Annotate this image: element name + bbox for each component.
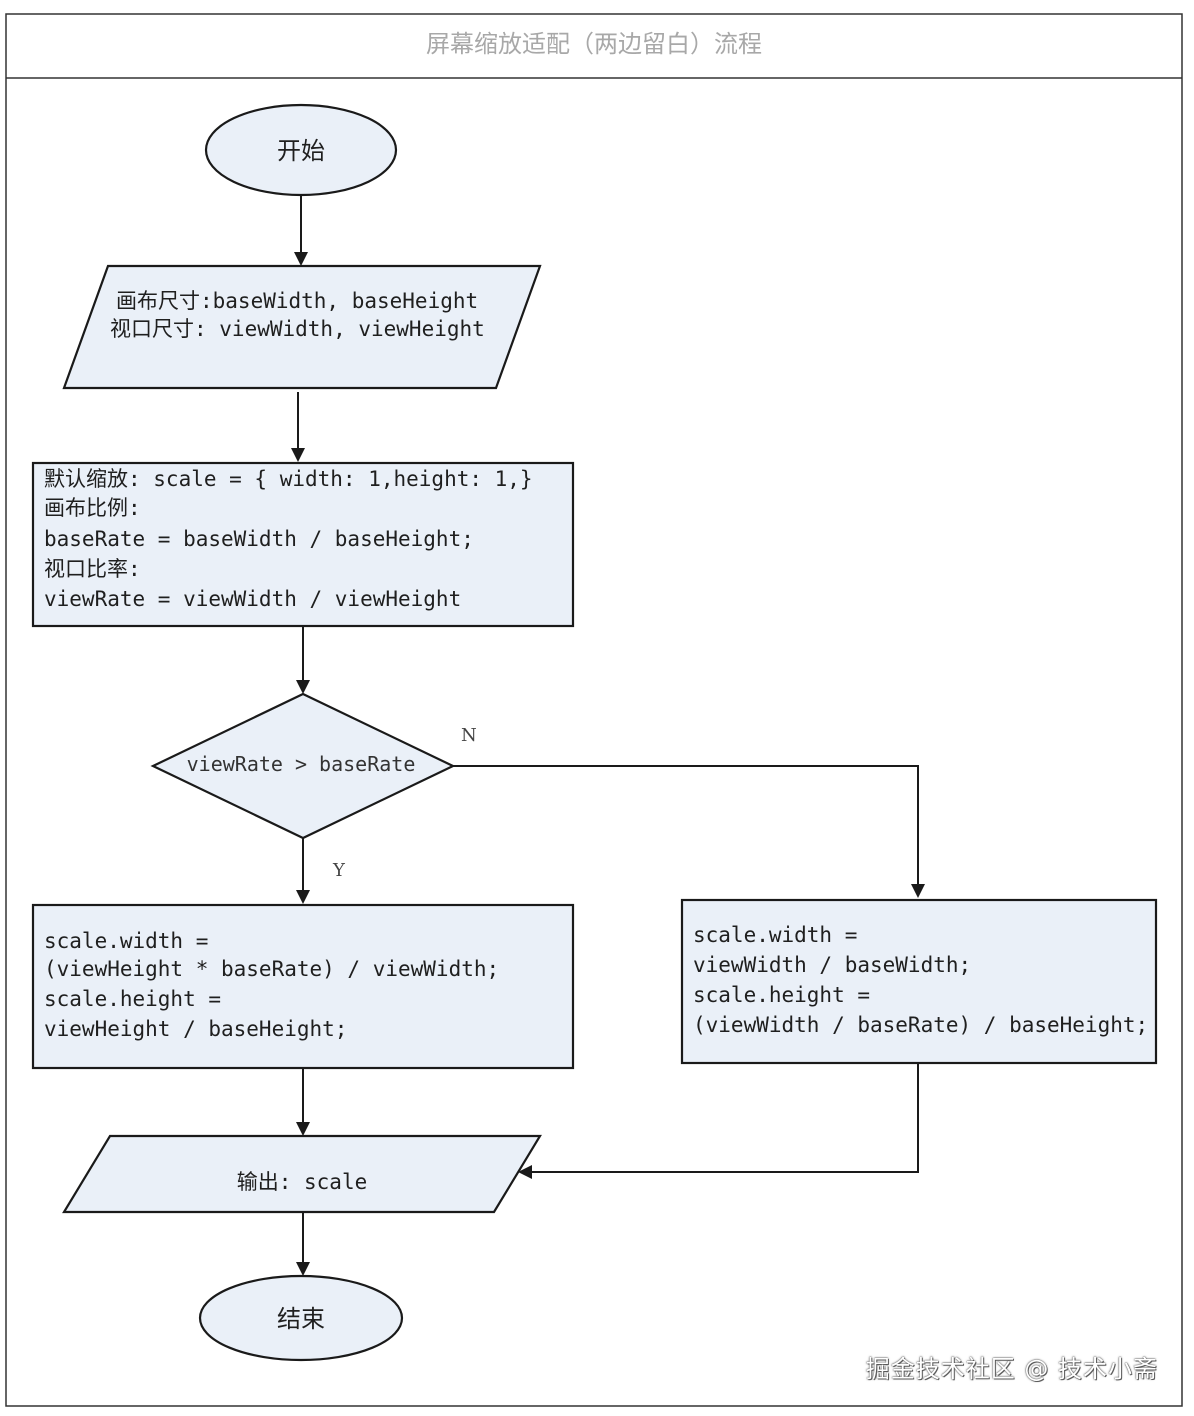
no-line-2: viewWidth / baseWidth; — [693, 953, 971, 977]
init-node — [31, 461, 575, 628]
init-line-2: 画布比例: — [44, 496, 141, 520]
no-line-1: scale.width = — [693, 923, 857, 947]
yes-line-1: scale.width = — [44, 929, 208, 953]
no-line-3: scale.height = — [693, 983, 870, 1007]
edge-no-output — [518, 1063, 919, 1179]
input-line-1: 画布尺寸:baseWidth, baseHeight — [116, 289, 478, 313]
output-label: 输出: scale — [237, 1170, 368, 1194]
init-line-5: viewRate = viewWidth / viewHeight — [44, 587, 461, 611]
end-node — [198, 1274, 404, 1362]
diagram-title: 屏幕缩放适配（两边留白）流程 — [426, 30, 762, 58]
yes-line-4: viewHeight / baseHeight; — [44, 1017, 347, 1041]
init-line-3: baseRate = baseWidth / baseHeight; — [44, 527, 474, 551]
yes-label: Y — [332, 860, 346, 881]
init-line-1: 默认缩放: scale = { width: 1,height: 1,} — [44, 467, 533, 491]
input-line-2: 视口尺寸: viewWidth, viewHeight — [110, 317, 485, 341]
yes-line-3: scale.height = — [44, 987, 221, 1011]
watermark: 掘金技术社区 @ 技术小斋 — [865, 1355, 1158, 1383]
yes-branch-node — [31, 903, 575, 1070]
yes-line-2: (viewHeight * baseRate) / viewWidth; — [44, 957, 499, 981]
end-label: 结束 — [277, 1305, 325, 1333]
input-node — [62, 264, 542, 390]
decision-label: viewRate > baseRate — [187, 752, 416, 776]
no-line-4: (viewWidth / baseRate) / baseHeight; — [693, 1013, 1148, 1037]
init-line-4: 视口比率: — [44, 557, 141, 581]
start-label: 开始 — [277, 137, 325, 165]
edge-decision-no — [453, 765, 925, 898]
no-branch-node — [680, 898, 1158, 1065]
output-node — [62, 1134, 542, 1214]
no-label: N — [461, 725, 477, 746]
start-node — [204, 103, 398, 197]
